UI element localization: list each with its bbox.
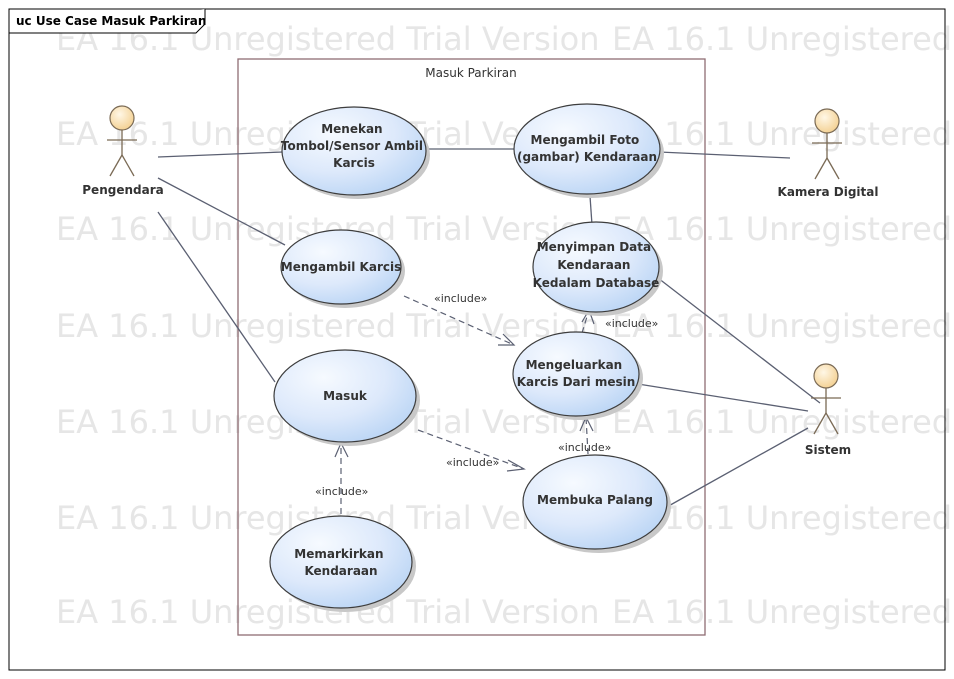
watermark-text: EA 16.1 Unregistered Trial Version bbox=[612, 210, 954, 248]
include-label: «include» bbox=[558, 441, 611, 454]
watermark-text: EA 16.1 Unregistered Trial Version bbox=[56, 307, 600, 345]
include-label: «include» bbox=[315, 485, 368, 498]
use-case-memarkirkan[interactable]: Memarkirkan Kendaraan bbox=[269, 515, 416, 612]
use-case-membuka[interactable]: Membuka Palang bbox=[522, 454, 671, 553]
use-case-menyimpan[interactable]: Menyimpan Data Kendaraan Kedalam Databas… bbox=[532, 221, 663, 316]
association-pengendara-mengambil-karcis bbox=[157, 177, 286, 246]
watermark-text: EA 16.1 Unregistered Trial Version bbox=[612, 115, 954, 153]
include-masuk-membuka bbox=[417, 429, 525, 470]
association-lines bbox=[157, 148, 821, 509]
actor-head-icon bbox=[813, 363, 839, 389]
use-case-label: Mengambil Foto (gambar) Kendaraan bbox=[517, 133, 657, 164]
association-menyimpan-sistem bbox=[657, 277, 821, 404]
include-arrowhead bbox=[506, 459, 526, 472]
association-membuka-sistem bbox=[664, 427, 809, 509]
include-arrowhead bbox=[498, 333, 516, 346]
use-case-label: Masuk bbox=[323, 389, 368, 403]
use-case-mengambil-foto[interactable]: Mengambil Foto (gambar) Kendaraan bbox=[513, 103, 664, 198]
actor-pengendara[interactable]: Pengendara bbox=[82, 105, 164, 197]
actor-kamera-digital[interactable]: Kamera Digital bbox=[778, 108, 879, 199]
frame-title: uc Use Case Masuk Parkiran bbox=[16, 14, 206, 28]
include-label: «include» bbox=[446, 456, 499, 469]
use-case-label: Mengambil Karcis bbox=[281, 260, 402, 274]
watermark-text: EA 16.1 Unregistered Trial Version bbox=[612, 307, 954, 345]
include-mengambil-karcis-mengeluarkan bbox=[403, 295, 515, 346]
association-mengambil-foto-kamera bbox=[658, 151, 791, 159]
watermark-text: EA 16.1 Unregistered Trial Version bbox=[612, 403, 954, 441]
actor-label: Pengendara bbox=[82, 183, 163, 197]
use-case-mengambil-karcis[interactable]: Mengambil Karcis bbox=[280, 229, 405, 308]
frame-title-tab bbox=[9, 9, 206, 34]
include-label: «include» bbox=[434, 292, 487, 305]
association-pengendara-menekan bbox=[157, 151, 284, 158]
include-dependencies: «include» «include» «include» «include» … bbox=[315, 292, 658, 514]
use-case-mengeluarkan[interactable]: Mengeluarkan Karcis Dari mesin bbox=[512, 331, 643, 420]
association-pengendara-masuk bbox=[157, 211, 276, 383]
include-label: «include» bbox=[605, 317, 658, 330]
use-case-masuk[interactable]: Masuk bbox=[273, 349, 420, 446]
watermark-text: EA 16.1 Unregistered Trial Version bbox=[612, 20, 954, 58]
actor-head-icon bbox=[109, 105, 135, 131]
actor-sistem[interactable]: Sistem bbox=[805, 363, 851, 457]
use-case-label: Mengeluarkan Karcis Dari mesin bbox=[517, 358, 636, 389]
use-case-label: Membuka Palang bbox=[537, 493, 653, 507]
use-case-label: Memarkirkan Kendaraan bbox=[294, 547, 387, 578]
include-membuka-mengeluarkan bbox=[585, 416, 589, 455]
actor-head-icon bbox=[814, 108, 840, 134]
use-case-label: Menyimpan Data Kendaraan Kedalam Databas… bbox=[533, 240, 660, 290]
actor-label: Sistem bbox=[805, 443, 851, 457]
association-mengeluarkan-sistem bbox=[637, 383, 809, 412]
system-boundary-title: Masuk Parkiran bbox=[425, 66, 517, 80]
diagram-frame bbox=[8, 8, 946, 671]
watermark-text: EA 16.1 Unregistered Trial Version bbox=[612, 593, 954, 631]
association-mengambil-foto-menyimpan bbox=[589, 195, 593, 226]
use-case-menekan[interactable]: Menekan Tombol/Sensor Ambil Karcis bbox=[281, 106, 430, 199]
actor-label: Kamera Digital bbox=[778, 185, 879, 199]
use-case-label: Menekan Tombol/Sensor Ambil Karcis bbox=[281, 122, 427, 170]
system-boundary bbox=[237, 58, 706, 636]
